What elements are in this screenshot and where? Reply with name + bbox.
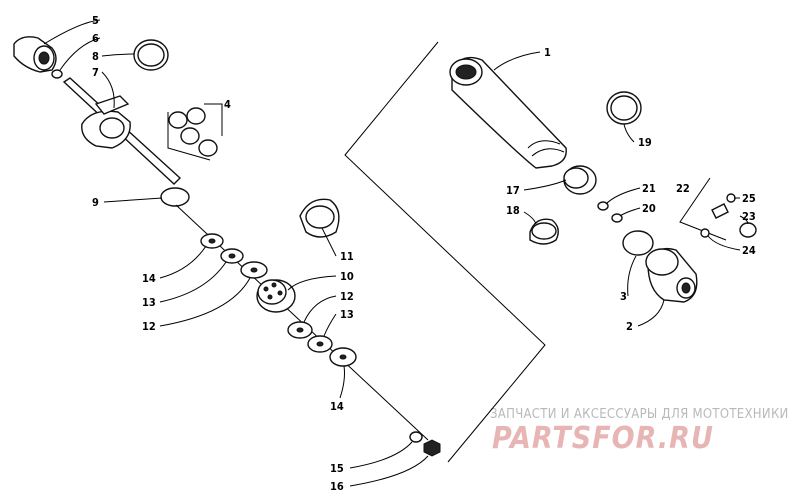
leader-23 [739,215,749,225]
callout-12b: 12 [340,290,354,303]
bearing-cap-17-part [563,165,597,195]
shock-body-1-part [449,56,567,169]
callout-14b: 14 [330,400,344,413]
leader-8 [101,53,135,57]
leader-5 [43,19,101,45]
leader-21 [605,187,641,205]
callout-18: 18 [506,204,520,217]
callout-3: 3 [620,290,627,303]
leader-14a [159,245,207,279]
callout-25: 25 [742,192,756,205]
nut-16-part [423,439,441,457]
callout-20: 20 [642,202,656,215]
leader-7 [101,71,115,109]
callout-15: 15 [330,462,344,475]
leader-19 [623,123,635,143]
callout-17: 17 [506,184,520,197]
o-ring-19-part [606,91,642,125]
callout-1: 1 [544,46,551,59]
callout-24: 24 [742,244,756,257]
callout-8: 8 [92,50,99,63]
callout-11: 11 [340,250,354,263]
leader-10 [287,275,337,291]
washer-15-part [409,431,423,443]
watermark-caption: ЗАПЧАСТИ И АКСЕССУАРЫ ДЛЯ МОТОТЕХНИКИ [490,407,789,422]
callout-5: 5 [92,14,99,27]
leader-15 [349,441,413,469]
assembly-frame-line [344,41,546,463]
callout-23: 23 [742,210,756,223]
o-ring-8-part [133,39,169,71]
leader-16 [349,455,429,487]
washer-6-part [51,69,63,79]
o-ring-3-part [622,230,654,256]
callout-7: 7 [92,66,99,79]
callout-4: 4 [224,98,231,111]
leader-12b [303,295,337,323]
piston-stack-part [200,233,268,279]
leader-11 [321,227,337,257]
rod-stopper-9-part [160,187,190,207]
bushing-18-part [529,218,559,245]
leader-9 [103,197,163,203]
leader-12a [159,277,251,327]
watermark-logo: PARTSFOR.RU [492,421,714,456]
leader-1 [493,51,541,71]
callout-10: 10 [340,270,354,283]
callout-12a: 12 [142,320,156,333]
callout-2: 2 [626,320,633,333]
small-ring-21-part [597,201,609,211]
callout-16: 16 [330,480,344,493]
reservoir-2-part [645,247,698,303]
leader-13a [159,261,227,303]
leader-20 [619,207,641,217]
small-ring-20-part [611,213,623,223]
leader-17 [523,179,567,191]
callout-9: 9 [92,196,99,209]
piston-rod-part [62,77,182,185]
callout-19: 19 [638,136,652,149]
callout-6: 6 [92,32,99,45]
valve-assembly-22-part [679,177,757,241]
callout-13a: 13 [142,296,156,309]
rod-end-eye-part [13,36,57,73]
leader-6 [59,37,101,71]
leader-14b [339,365,345,399]
leader-3 [627,255,637,297]
callout-14a: 14 [142,272,156,285]
callout-13b: 13 [340,308,354,321]
leader-13b [323,313,337,337]
valve-stack-lower-part [287,321,357,367]
bushings-4-part [167,103,223,161]
callout-22: 22 [676,182,690,195]
leader-24 [707,235,741,251]
piston-band-11-part [299,198,340,238]
piston-10-part [256,279,296,313]
leader-18 [523,211,537,225]
leader-2 [637,299,665,327]
callout-21: 21 [642,182,656,195]
